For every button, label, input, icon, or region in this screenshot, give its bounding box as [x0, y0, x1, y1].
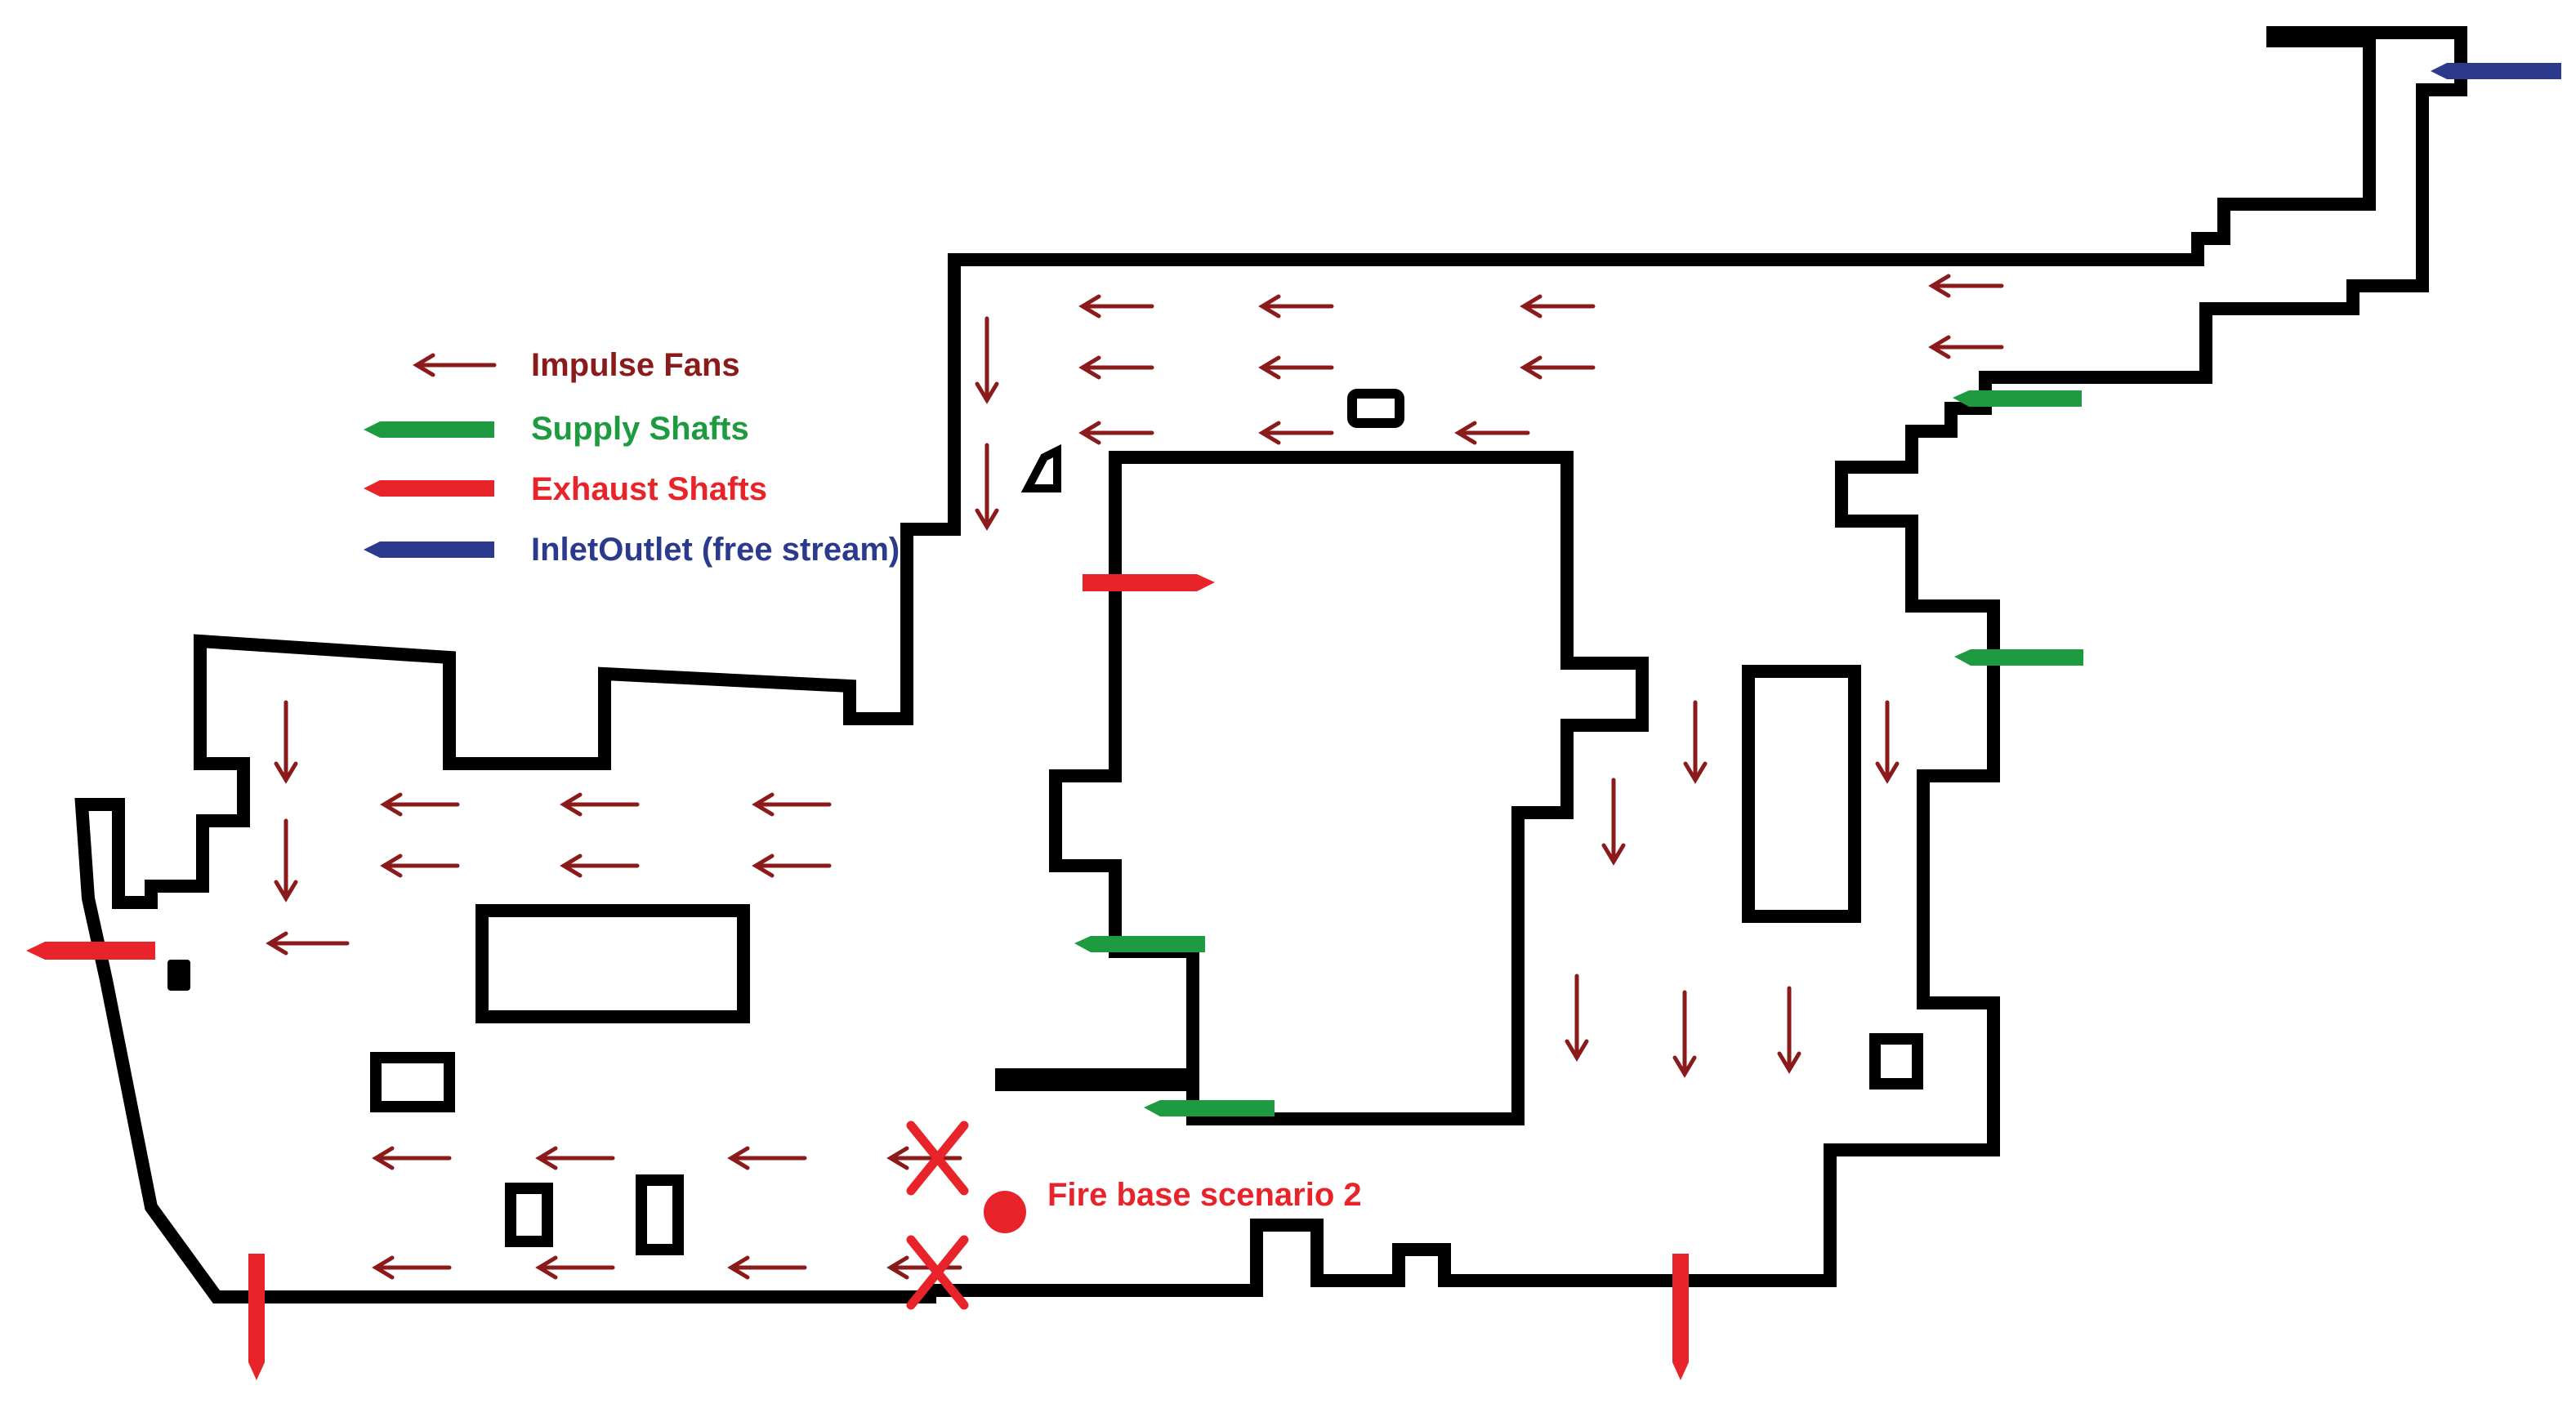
block-small-2 [505, 1183, 553, 1247]
outer-wall [74, 26, 2467, 1303]
impulse-fan-arrow [1672, 990, 1697, 1078]
impulse-fan-arrow [1565, 974, 1589, 1062]
impulse-fan-arrow [1777, 986, 1801, 1074]
block-small-4 [1869, 1033, 1923, 1090]
supply-shaft-arrow [1954, 649, 2083, 666]
impulse-fan-arrow [1454, 421, 1530, 445]
impulse-fan-arrow [975, 316, 999, 404]
supply-shafts [364, 390, 2083, 1116]
impulse-fan-arrow [1928, 274, 2004, 298]
legend-inlet-swatch [364, 541, 494, 558]
legend-label-supply: Supply Shafts [531, 411, 749, 447]
impulse-fan-arrow [727, 1255, 807, 1280]
fire-base-label: Fire base scenario 2 [1047, 1177, 1362, 1213]
impulse-fan-arrow [1683, 700, 1708, 784]
exhaust-shaft-arrow [248, 1254, 265, 1380]
inlet-outlet [364, 63, 2561, 558]
block-large-left [475, 904, 750, 1023]
legend-exhaust-swatch [364, 480, 494, 497]
supply-shaft-arrow [1953, 390, 2082, 407]
block-small-triangle [1020, 443, 1061, 492]
fire-markers [906, 1121, 969, 1310]
impulse-fan-arrow [560, 792, 640, 817]
platform-bar [995, 1068, 1193, 1091]
impulse-fan-arrow [1078, 421, 1154, 445]
block-small-top [1347, 389, 1404, 428]
impulse-fan-arrow [752, 853, 832, 878]
legend-impulse-swatch [413, 353, 497, 377]
impulse-fan-arrow [535, 1255, 615, 1280]
impulse-fan-arrow [886, 1255, 962, 1280]
impulse-fan-arrow [560, 853, 640, 878]
block-right-vertical [1742, 665, 1861, 923]
legend-supply-swatch [364, 421, 494, 438]
legend-label-impulse: Impulse Fans [531, 347, 740, 383]
legend: Impulse Fans Supply Shafts Exhaust Shaft… [531, 347, 900, 568]
block-small-1 [370, 1052, 455, 1112]
fire-base-dot [984, 1191, 1026, 1233]
impulse-fan-arrow [274, 700, 298, 784]
impulse-fan-arrow [380, 792, 460, 817]
block-small-left-edge [167, 960, 190, 991]
impulse-fan-arrow [372, 1255, 452, 1280]
impulse-fan-arrow [1601, 778, 1626, 866]
impulse-fan-arrow [1258, 421, 1334, 445]
impulse-fan-arrow [535, 1146, 615, 1170]
block-small-3 [636, 1174, 684, 1255]
supply-shaft-arrow [1074, 936, 1205, 952]
fire-x-marker-lower [906, 1235, 969, 1310]
central-block [1049, 451, 1649, 1125]
impulse-fan-arrow [1078, 294, 1154, 319]
inlet-outlet-arrow [2431, 63, 2561, 79]
impulse-fan-arrow [1258, 294, 1334, 319]
impulse-fan-arrow [266, 931, 350, 956]
impulse-fan-arrow [274, 818, 298, 902]
supply-shaft-arrow [1144, 1100, 1275, 1116]
impulse-fan-arrow [1520, 294, 1596, 319]
impulse-fan-arrow [886, 1146, 962, 1170]
impulse-fan-arrow [1928, 335, 2004, 359]
impulse-fan-arrow [380, 853, 460, 878]
impulse-fan-arrow [727, 1146, 807, 1170]
exhaust-shaft-arrow [1672, 1254, 1689, 1380]
impulse-fan-arrow [1078, 355, 1154, 380]
impulse-fan-arrow [1520, 355, 1596, 380]
impulse-fan-arrow [752, 792, 832, 817]
exhaust-shafts [26, 480, 1689, 1380]
impulse-fan-arrow [1258, 355, 1334, 380]
legend-label-inlet: InletOutlet (free stream) [531, 532, 900, 568]
impulse-fan-arrow [372, 1146, 452, 1170]
impulse-fans [266, 274, 2004, 1280]
exhaust-shaft-arrow [1083, 574, 1215, 591]
impulse-fan-arrow [1875, 700, 1900, 784]
fire-x-marker-upper [906, 1121, 969, 1196]
exhaust-shaft-arrow [26, 942, 155, 960]
legend-label-exhaust: Exhaust Shafts [531, 471, 767, 507]
impulse-fan-arrow [975, 443, 999, 531]
